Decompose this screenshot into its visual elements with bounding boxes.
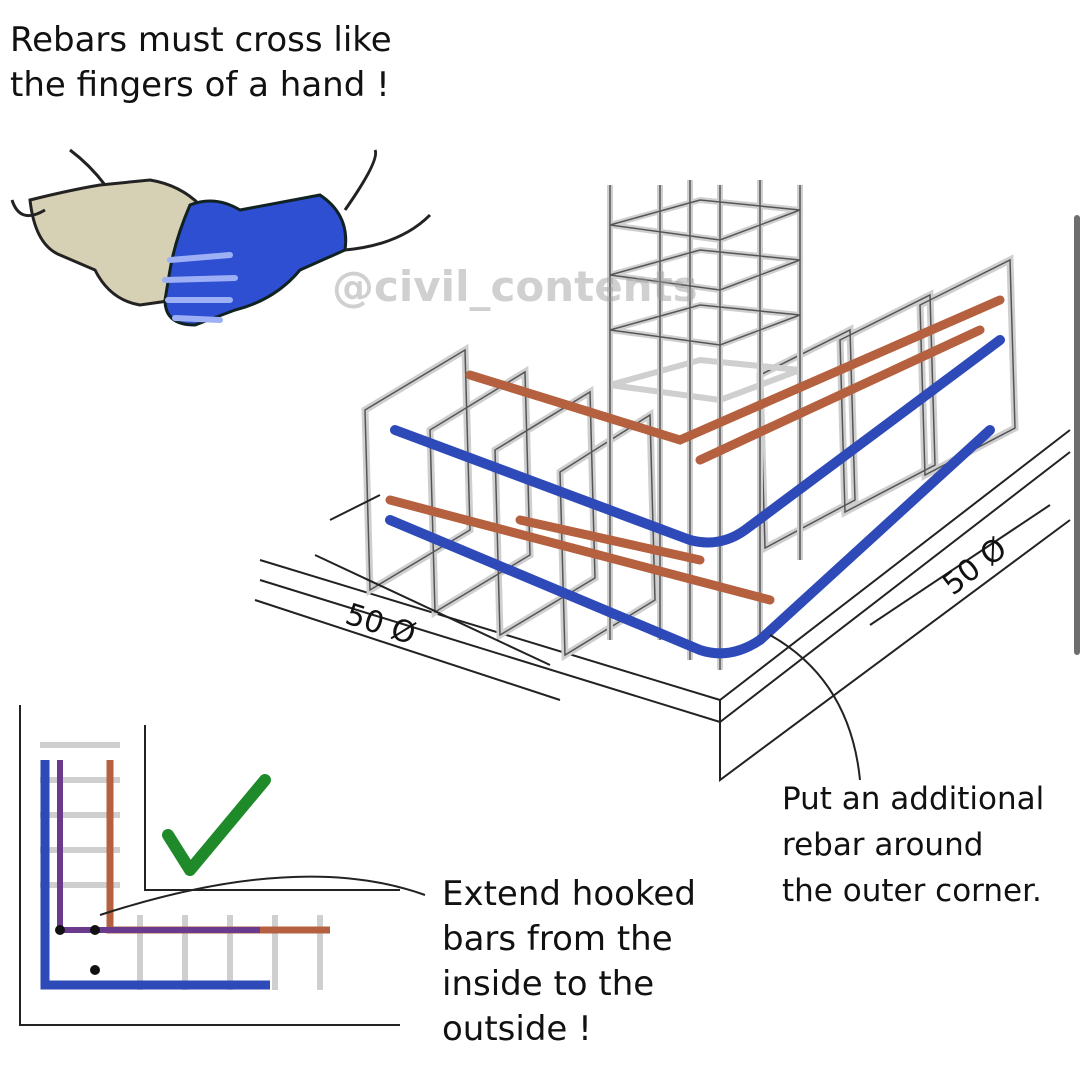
watermark: @civil_contents	[332, 262, 698, 311]
caption-hooked-bars: Extend hooked bars from the inside to th…	[442, 874, 696, 1049]
dimension-lines	[314, 494, 1051, 781]
caption-outer-corner: Put an additional rebar around the outer…	[782, 781, 1045, 909]
checkmark-icon	[162, 774, 271, 876]
scrollbar[interactable]	[1074, 215, 1080, 655]
footing-slab	[254, 429, 1071, 782]
hands-illustration	[10, 148, 432, 327]
caption-top: Rebars must cross like the fingers of a …	[10, 20, 392, 105]
red-rebars	[385, 295, 1005, 605]
blue-rebars	[385, 335, 1005, 659]
plan-detail	[19, 705, 426, 1026]
